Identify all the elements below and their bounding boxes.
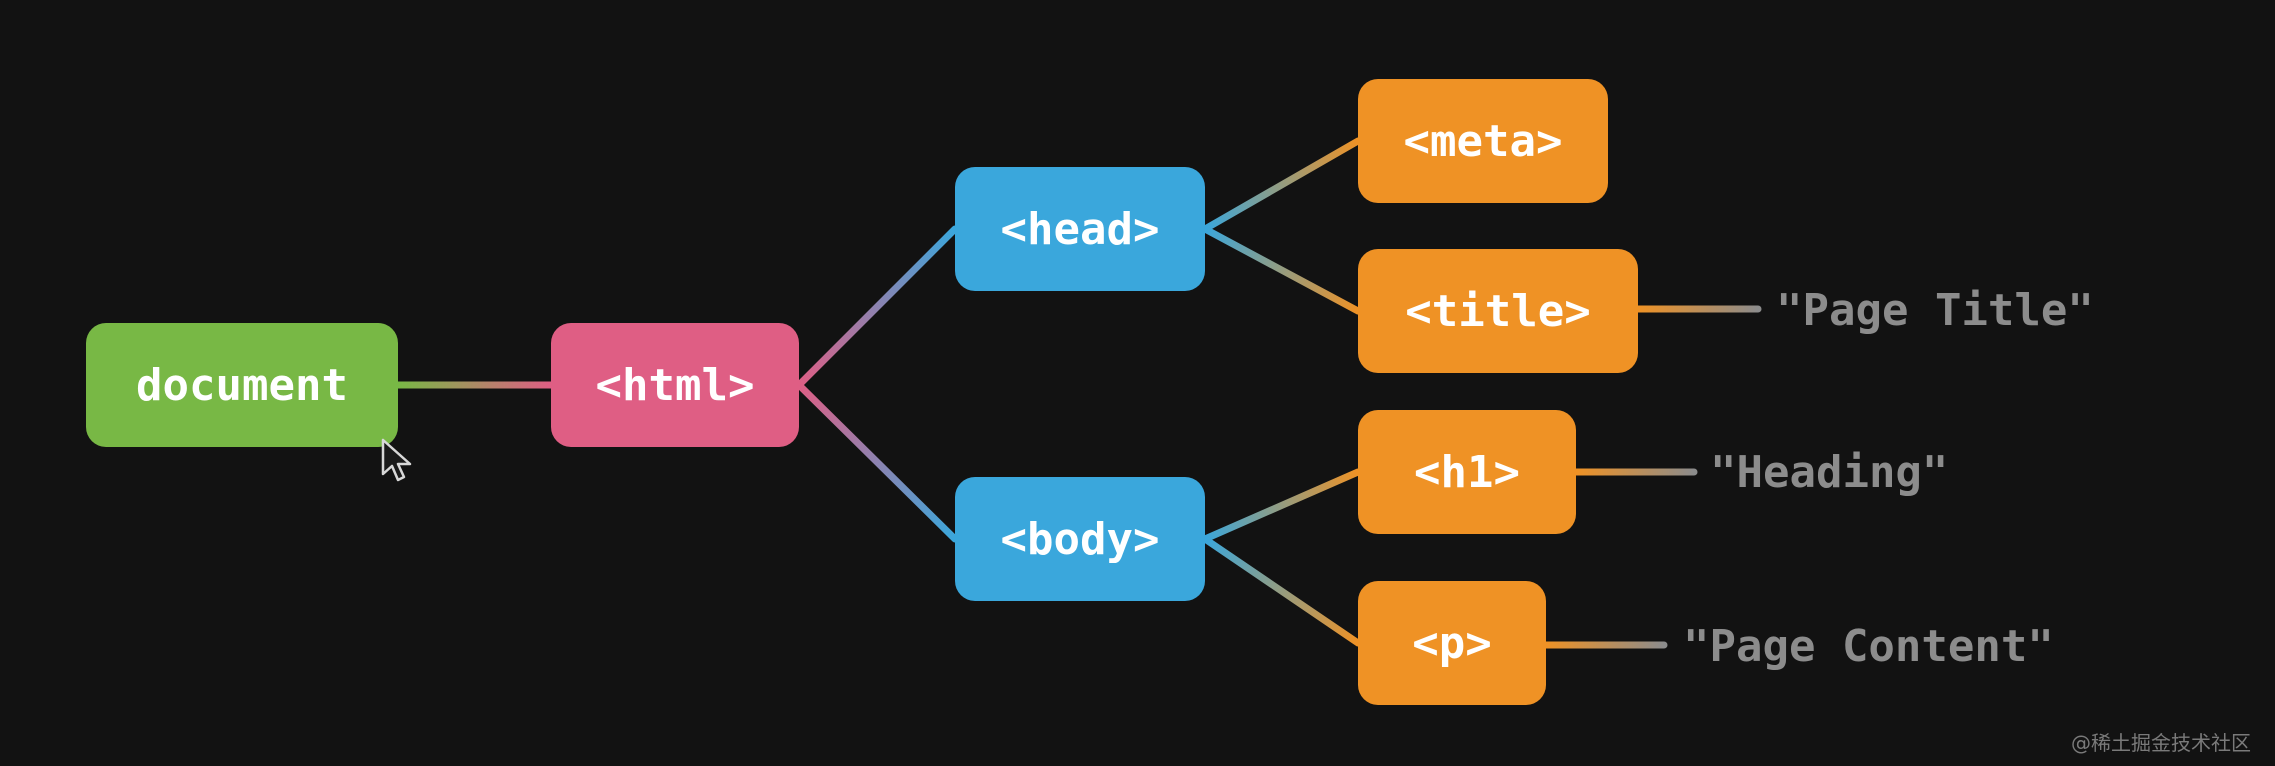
node-p: <p> [1358,581,1546,705]
text-node-page-title: "Page Title" [1776,285,2094,336]
edge-head-meta [1201,137,1362,233]
node-head: <head> [955,167,1205,291]
node-body: <body> [955,477,1205,601]
edge-html-head [795,225,959,389]
edge-body-p [1201,535,1362,647]
text-node-heading: "Heading" [1710,447,1949,498]
mouse-pointer-icon [381,438,412,482]
node-h1: <h1> [1358,410,1576,534]
node-html: <html> [551,323,799,447]
watermark: @稀土掘金技术社区 [2071,731,2251,755]
node-meta: <meta> [1358,79,1608,203]
edge-head-title [1201,225,1362,315]
node-document: document [86,323,398,447]
node-title: <title> [1358,249,1638,373]
edge-html-body [795,381,959,543]
edge-body-h1 [1201,468,1362,543]
text-node-page-content: "Page Content" [1683,621,2054,672]
